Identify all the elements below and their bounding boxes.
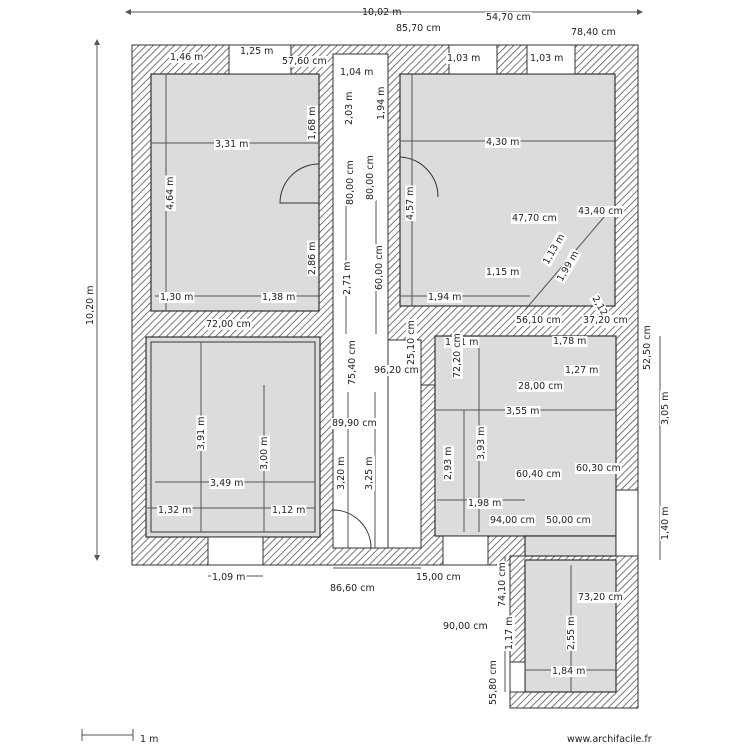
dimension-label: 74,10 cm <box>497 562 508 607</box>
dimension-label: 1,68 m <box>307 107 318 140</box>
dimension-label: 60,30 cm <box>576 463 621 474</box>
dimension-label: 2,55 m <box>566 617 577 650</box>
dimension-label: 52,50 cm <box>642 325 653 370</box>
room-lower-right <box>524 535 617 557</box>
scale-bar: 1 m <box>81 729 158 745</box>
room-bottom-left <box>145 336 321 538</box>
dimension-label: 72,00 cm <box>206 319 251 330</box>
dimension-label: 2,93 m <box>443 447 454 480</box>
dimension-label: 1,84 m <box>552 666 585 677</box>
dimension-label: 1,78 m <box>553 336 586 347</box>
doors <box>279 156 439 549</box>
dimension-label: 25,10 cm <box>406 320 417 365</box>
dimension-label: 1,15 m <box>486 267 519 278</box>
dimension-label: 50,00 cm <box>546 515 591 526</box>
dimension-label: 1,94 m <box>376 87 387 120</box>
dimension-label: 43,40 cm <box>578 206 623 217</box>
dimension-label: 15,00 cm <box>416 572 461 583</box>
dimension-label: 3,20 m <box>336 457 347 490</box>
overall-width-label: 10,02 m <box>362 7 401 18</box>
room-top-left <box>150 73 320 312</box>
dimension-label: 85,70 cm <box>396 23 441 34</box>
overall-height-label: 10,20 m <box>85 286 96 325</box>
dimension-label: 3,49 m <box>210 478 243 489</box>
dimension-label: 1,46 m <box>170 52 203 63</box>
dimension-label: 1,98 m <box>468 498 501 509</box>
dimension-label: 28,00 cm <box>518 381 563 392</box>
watermark: www.archifacile.fr <box>567 734 652 745</box>
dimension-label: 54,70 cm <box>486 12 531 23</box>
dimension-label: 1,38 m <box>262 292 295 303</box>
dimension-label: 55,80 cm <box>488 660 499 705</box>
dimension-label: 1,94 m <box>428 292 461 303</box>
dimension-label: 73,20 cm <box>578 592 623 603</box>
dimension-label: 1,25 m <box>240 46 273 57</box>
dimension-label: 47,70 cm <box>512 213 557 224</box>
dimension-labels: 1,46 m 1,25 m 57,60 cm 1,04 m 85,70 cm 54,70 … <box>157 12 671 706</box>
dimension-label: 1,04 m <box>340 67 373 78</box>
dimension-label: 1,32 m <box>158 505 191 516</box>
dimension-label: 1,12 m <box>272 505 305 516</box>
dimension-label: 1,17 m <box>504 617 515 650</box>
dimension-label: 56,10 cm <box>516 315 561 326</box>
dimension-label: 3,05 m <box>660 392 671 425</box>
dimension-label: 3,93 m <box>476 427 487 460</box>
dimension-label: 72,20 cm <box>452 333 463 378</box>
dimension-label: 86,60 cm <box>330 583 375 594</box>
dimension-label: 90,00 cm <box>443 621 488 632</box>
dimension-label: 1,03 m <box>447 53 480 64</box>
dimension-label: 89,90 cm <box>332 418 377 429</box>
dimension-label: 75,40 cm <box>347 340 358 385</box>
dimension-label: 60,00 cm <box>374 245 385 290</box>
dimension-label: 3,55 m <box>506 406 539 417</box>
dimension-label: 4,30 m <box>486 137 519 148</box>
dimension-label: 1,30 m <box>160 292 193 303</box>
dimension-label: 1,03 m <box>530 53 563 64</box>
dimension-label: 3,25 m <box>364 457 375 490</box>
dimension-label: 1,27 m <box>565 365 598 376</box>
dimension-label: 37,20 cm <box>583 315 628 326</box>
rooms <box>145 53 617 693</box>
dimension-label: 60,40 cm <box>516 469 561 480</box>
dimension-label: 78,40 cm <box>571 27 616 38</box>
scale-label: 1 m <box>140 734 158 745</box>
dimension-label: 3,91 m <box>196 417 207 450</box>
dimension-label: 96,20 cm <box>374 365 419 376</box>
dimension-label: 3,31 m <box>215 139 248 150</box>
dimension-label: 1,09 m <box>212 572 245 583</box>
dimension-label: 4,57 m <box>405 187 416 220</box>
dimension-label: 80,00 cm <box>365 155 376 200</box>
dimension-label: 80,00 cm <box>345 160 356 205</box>
dimension-label: 4,64 m <box>165 177 176 210</box>
dimension-label: 2,03 m <box>344 92 355 125</box>
dimension-label: 2,71 m <box>342 262 353 295</box>
dimension-label: 94,00 cm <box>490 515 535 526</box>
dimension-label: 57,60 cm <box>282 56 327 67</box>
dimension-label: 3,00 m <box>259 437 270 470</box>
dimension-label: 1,40 m <box>660 507 671 540</box>
dimension-label: 2,86 m <box>307 242 318 275</box>
